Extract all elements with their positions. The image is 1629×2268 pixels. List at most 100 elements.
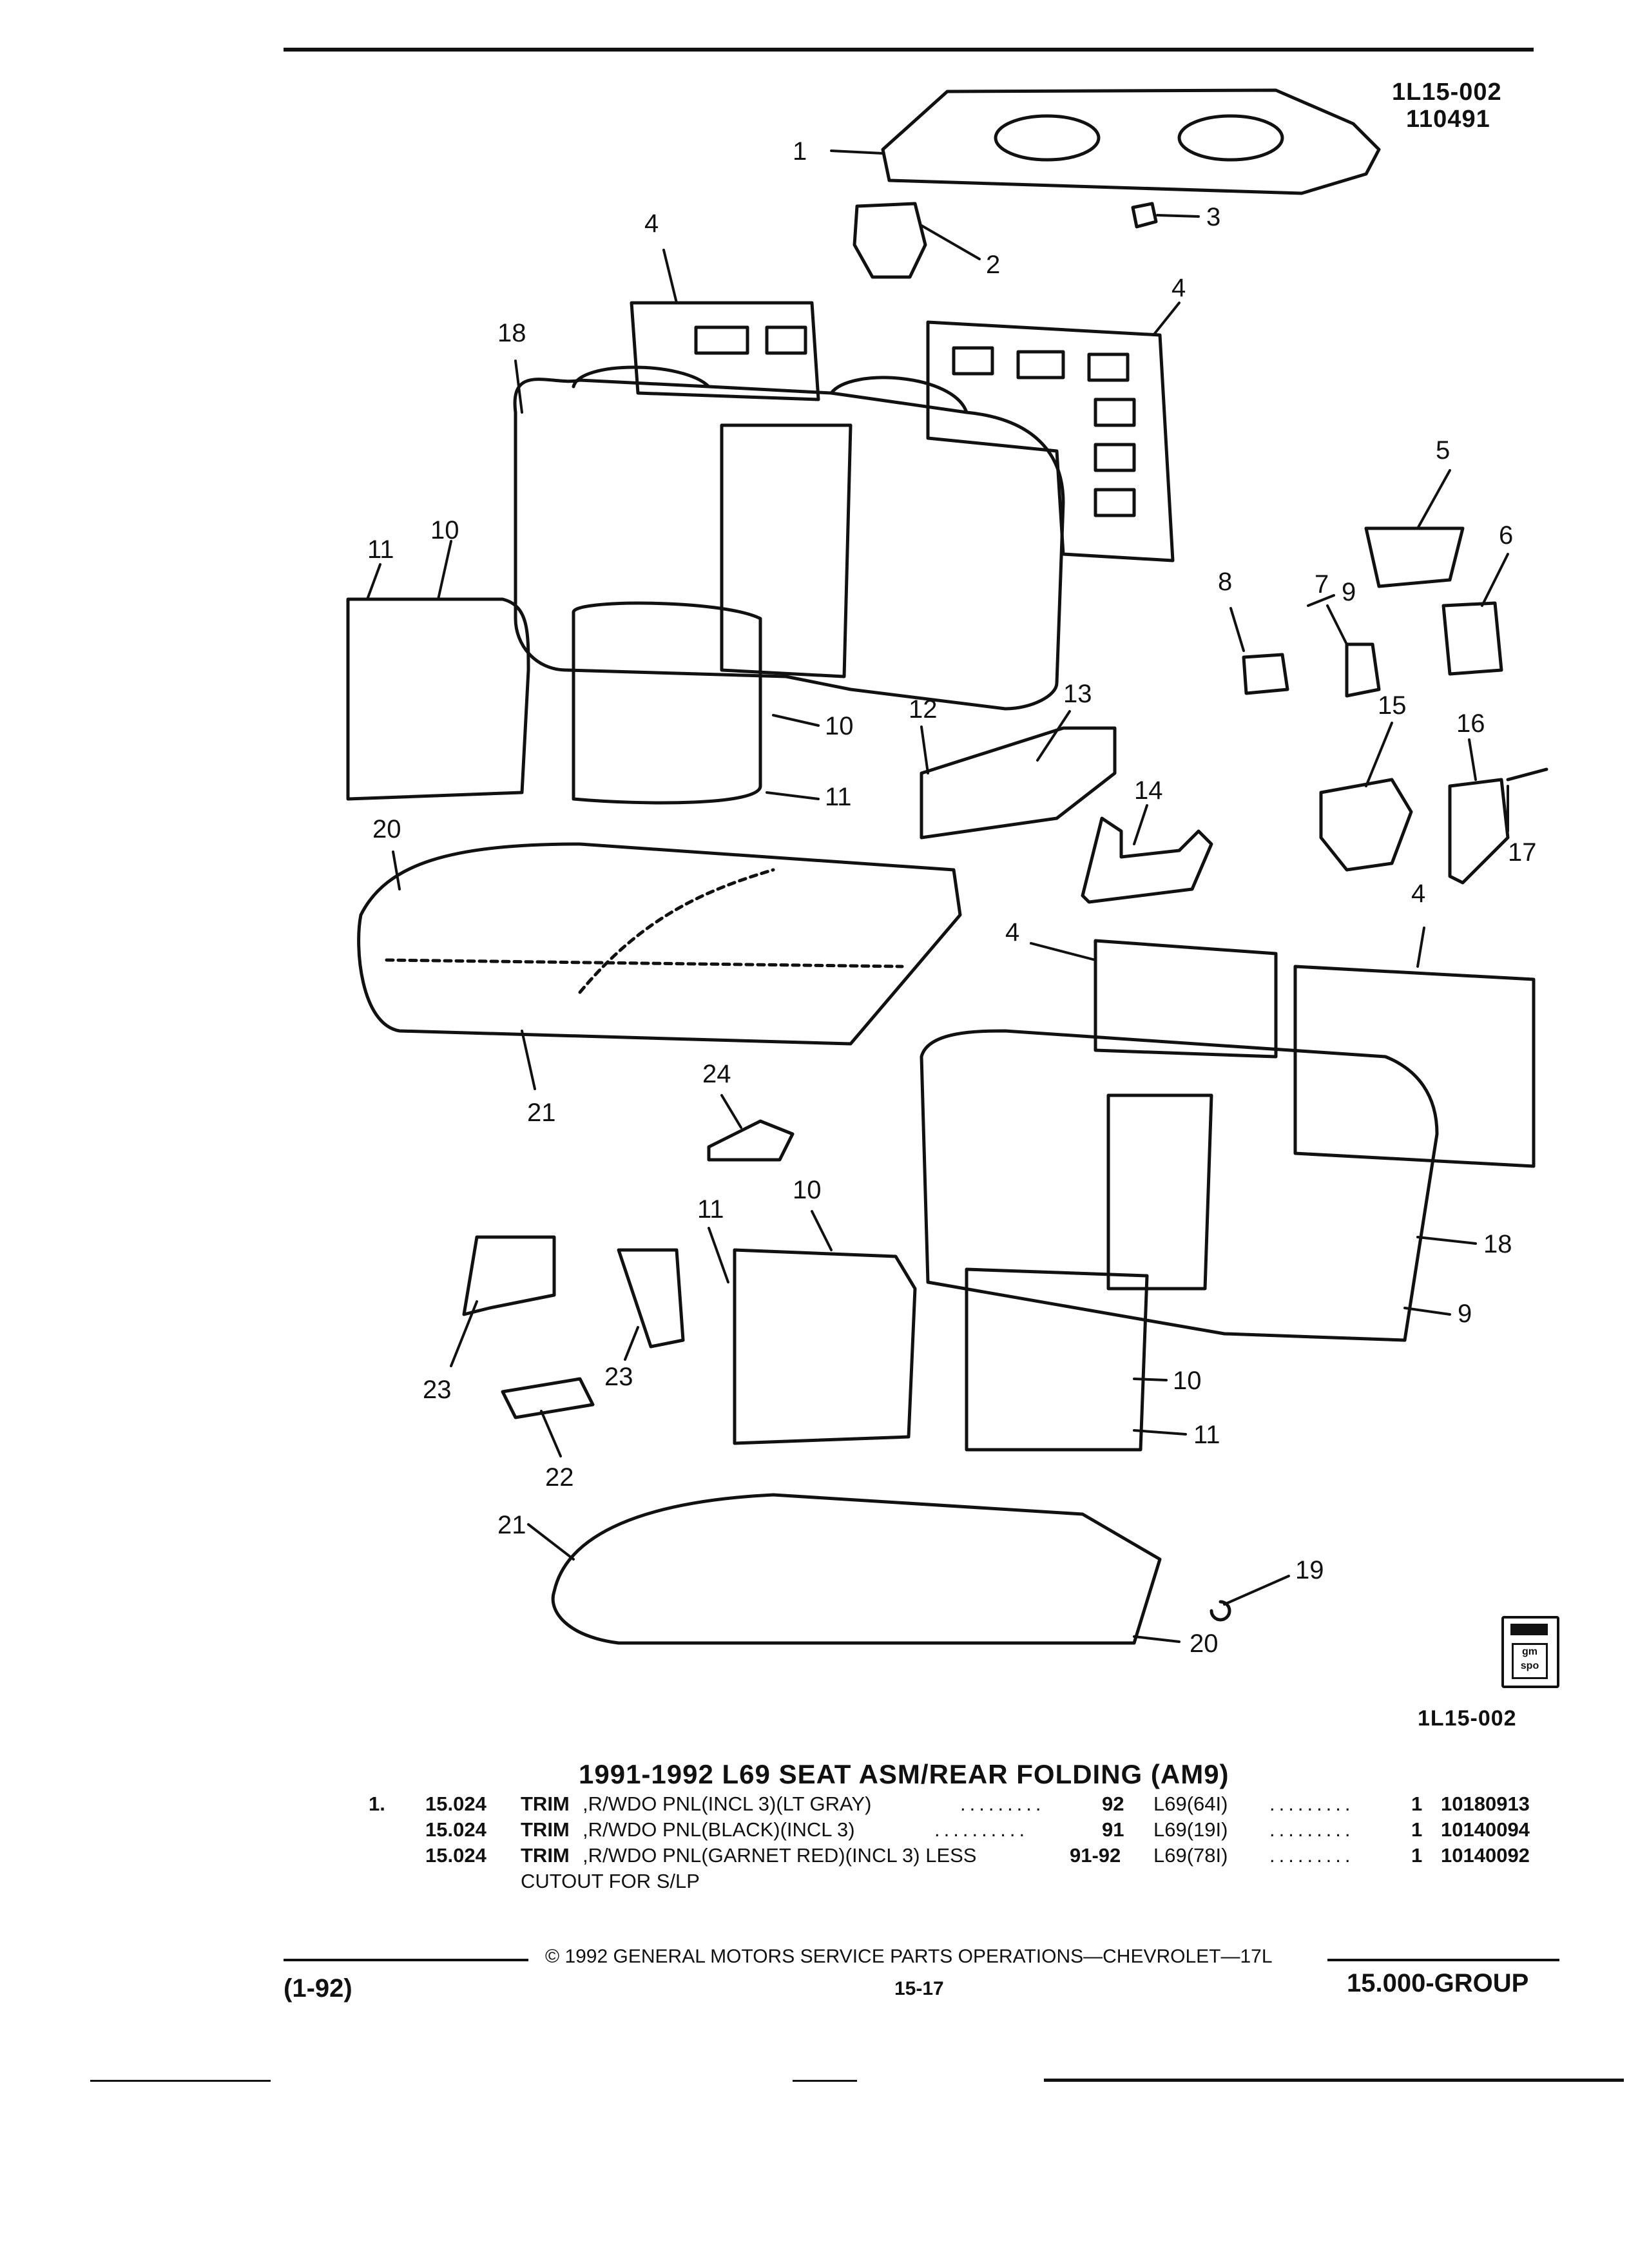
logo-text: gm spo xyxy=(1512,1643,1548,1679)
quantity: 1 xyxy=(1411,1844,1423,1867)
seat-cover-lower-left xyxy=(733,1248,917,1445)
parts-row-continuation: CUTOUT FOR S/LP xyxy=(0,1870,1629,1898)
panel-cutout xyxy=(1087,352,1130,382)
quantity: 1 xyxy=(1411,1818,1423,1841)
hinge-7 xyxy=(1345,642,1381,698)
callout-label: 16 xyxy=(1456,709,1485,738)
callout-label: 21 xyxy=(497,1511,526,1539)
rear-window-panel xyxy=(881,88,1381,195)
upper-headrest-left xyxy=(572,365,711,389)
callout-label: 10 xyxy=(793,1176,822,1204)
part-description: ,R/WDO PNL(GARNET RED)(INCL 3) LESS xyxy=(583,1844,977,1867)
callout-label: 11 xyxy=(825,783,852,811)
exploded-seat-diagram: 1 2 3 4 4 18 5 6 11 10 9 8 7 10 13 11 12… xyxy=(346,88,1548,1658)
lower-seatback-center xyxy=(1106,1093,1213,1291)
part-name: TRIM xyxy=(521,1792,570,1815)
leader-dots: ......... xyxy=(1269,1818,1354,1841)
parts-row: 15.024 TRIM ,R/WDO PNL(BLACK)(INCL 3) ..… xyxy=(0,1818,1629,1847)
leader-dots: .......... xyxy=(934,1818,1029,1841)
panel-cutout xyxy=(952,346,994,376)
model-years: 92 xyxy=(1102,1792,1124,1815)
model-code: L69(64I) xyxy=(1153,1792,1228,1815)
callout-label: 11 xyxy=(1193,1421,1220,1449)
group-number: 15.024 xyxy=(425,1818,487,1841)
copyright-notice: © 1992 GENERAL MOTORS SERVICE PARTS OPER… xyxy=(545,1946,1273,1967)
top-rule xyxy=(284,48,1534,52)
callout-label: 12 xyxy=(909,695,938,724)
upper-seatback xyxy=(513,378,1065,711)
model-code: L69(19I) xyxy=(1153,1818,1228,1841)
callout-label: 22 xyxy=(545,1463,574,1492)
leader-dots: ......... xyxy=(1269,1792,1354,1815)
callout-label: 1 xyxy=(793,137,807,166)
push-fastener xyxy=(1131,202,1158,229)
leader-dots: ......... xyxy=(1269,1844,1354,1867)
footer-rule-right xyxy=(1327,1959,1559,1961)
callout-label: 9 xyxy=(1342,578,1356,606)
cushion-seam xyxy=(578,868,775,994)
hinge-23-right xyxy=(617,1248,685,1349)
callout-label: 10 xyxy=(825,712,854,740)
parts-list-title: 1991-1992 L69 SEAT ASM/REAR FOLDING (AM9… xyxy=(579,1759,1229,1789)
callout-label: 17 xyxy=(1508,838,1537,867)
seat-cover-left xyxy=(346,597,530,801)
upper-headrest-right xyxy=(829,376,969,414)
callout-label: 10 xyxy=(430,516,459,544)
latch-15 xyxy=(1319,778,1413,872)
panel-cutout xyxy=(1094,398,1136,427)
model-code: L69(78I) xyxy=(1153,1844,1228,1867)
hinge-23-left xyxy=(462,1235,556,1316)
panel-cutout xyxy=(694,325,749,355)
callout-label: 11 xyxy=(697,1195,724,1224)
callout-label: 23 xyxy=(604,1363,633,1391)
armrest-bracket xyxy=(1081,816,1213,904)
callout-label: 10 xyxy=(1173,1367,1202,1395)
part-description: ,R/WDO PNL(INCL 3)(LT GRAY) xyxy=(583,1792,872,1815)
bolt-17 xyxy=(1506,767,1548,782)
group-number: 15.024 xyxy=(425,1792,487,1815)
logo-bar xyxy=(1510,1624,1548,1635)
illustration-code: 1L15-002 xyxy=(1392,79,1502,106)
speaker-opening-right xyxy=(1177,114,1284,162)
figure-code: 1L15-002 xyxy=(1418,1706,1517,1731)
panel-cutout xyxy=(765,325,807,355)
callout-label: 14 xyxy=(1134,776,1163,805)
parts-row: 15.024 TRIM ,R/WDO PNL(GARNET RED)(INCL … xyxy=(0,1844,1629,1872)
callout-label: 24 xyxy=(702,1060,731,1088)
part-number: 10140092 xyxy=(1441,1844,1530,1867)
cushion-seam xyxy=(385,958,904,968)
cover-16 xyxy=(1448,778,1510,885)
seatback-panel-upper-left xyxy=(630,301,820,401)
callout-label: 13 xyxy=(1063,680,1092,708)
callout-label: 2 xyxy=(986,251,1000,279)
part-description-continuation: CUTOUT FOR S/LP xyxy=(521,1870,700,1892)
callout-label: 18 xyxy=(497,319,526,347)
revision-date: (1-92) xyxy=(284,1974,352,2003)
callout-label: 7 xyxy=(1315,570,1329,599)
seatback-panel-lower-left xyxy=(1094,939,1278,1059)
callout-label: 18 xyxy=(1483,1230,1512,1258)
seat-cover-lower-right xyxy=(965,1267,1149,1452)
callout-label: 9 xyxy=(1458,1300,1472,1328)
callout-label: 20 xyxy=(1190,1629,1219,1658)
part-name: TRIM xyxy=(521,1818,570,1841)
illustration-date: 110491 xyxy=(1406,106,1490,133)
panel-cutout xyxy=(1094,443,1136,472)
callout-label: 4 xyxy=(644,209,659,238)
seatback-panel-lower-right xyxy=(1293,965,1536,1168)
bottom-rule-left xyxy=(90,2080,271,2082)
callout-label: 21 xyxy=(527,1099,556,1127)
hinge-plate-6 xyxy=(1441,601,1503,676)
callout-label: 15 xyxy=(1378,691,1407,720)
item-number: 1. xyxy=(369,1792,385,1815)
callout-label: 4 xyxy=(1171,274,1186,302)
strap-24 xyxy=(707,1119,795,1162)
callout-labels: 1 2 3 4 4 18 5 6 11 10 9 8 7 10 13 11 12… xyxy=(367,137,1537,1658)
speaker-opening-left xyxy=(994,114,1101,162)
callout-label: 3 xyxy=(1206,203,1220,231)
model-years: 91-92 xyxy=(1070,1844,1121,1867)
armrest xyxy=(920,726,1117,840)
seat-cushion-lower xyxy=(551,1493,1162,1645)
callout-label: 6 xyxy=(1499,521,1513,550)
seat-cover-middle xyxy=(572,601,762,805)
